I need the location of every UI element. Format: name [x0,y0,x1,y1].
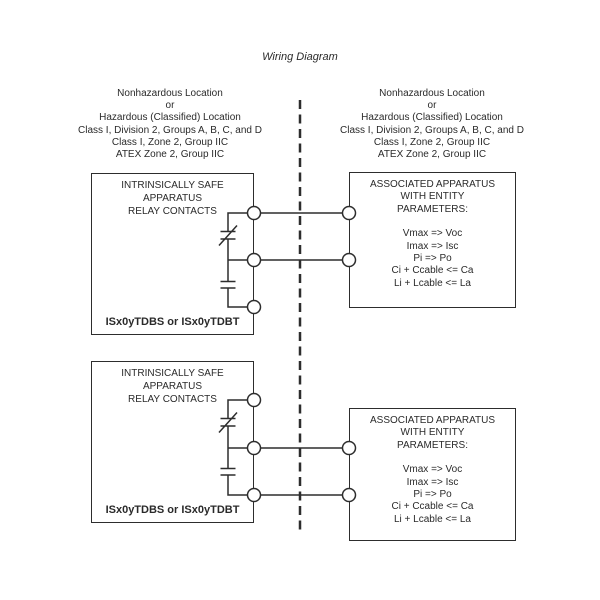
associated-apparatus-title-line: ASSOCIATED APPARATUS [369,415,496,426]
entity-parameter-line: Ci + Ccable <= Ca [391,501,474,513]
header-line: Class I, Division 2, Groups A, B, C, and… [78,124,262,136]
terminal-circle [341,487,357,503]
field-wire [254,447,349,496]
diagram-title: Wiring Diagram [262,51,338,63]
relay-contact-chain [227,212,254,308]
terminal-circle [341,440,357,456]
header-line: Nonhazardous Location [117,88,223,99]
associated-apparatus-title-line: ASSOCIATED APPARATUS [369,179,496,190]
model-number-label: ISx0yTDBS or ISx0yTDBT [105,316,240,328]
no-contact-symbol [220,280,236,289]
header-line: Nonhazardous Location [379,88,485,99]
safe-apparatus-title-line: RELAY CONTACTS [128,394,217,405]
terminal-circle [246,299,262,315]
entity-parameter-line: Vmax => Voc [402,228,463,240]
associated-apparatus-title-line: WITH ENTITY [400,191,465,203]
associated-apparatus-title-line: PARAMETERS: [397,439,468,451]
location-header-left: Nonhazardous Location or Hazardous (Clas… [40,88,300,161]
nc-contact-symbol [218,224,238,247]
associated-apparatus-title-line: WITH ENTITY [400,427,465,439]
safe-apparatus-title-line: INTRINSICALLY SAFE [121,180,224,191]
field-wire [254,212,349,261]
header-line: or [165,100,175,112]
module-2-wiring [218,392,357,503]
terminal-circle [246,252,262,268]
header-line: or [427,100,437,112]
terminal-circle [246,487,262,503]
entity-parameter-line: Li + Lcable <= La [393,513,471,525]
header-line: ATEX Zone 2, Group IIC [377,149,487,161]
associated-apparatus-box-1: ASSOCIATED APPARATUS WITH ENTITY PARAMET… [349,172,516,308]
entity-parameter-line: Pi => Po [413,489,452,501]
nc-contact-symbol [218,411,238,434]
terminal-circle [341,205,357,221]
entity-parameter-line: Vmax => Voc [402,464,463,476]
location-header-right: Nonhazardous Location or Hazardous (Clas… [302,88,562,161]
entity-parameter-line: Ci + Ccable <= Ca [391,265,474,277]
associated-apparatus-box-2: ASSOCIATED APPARATUS WITH ENTITY PARAMET… [349,408,516,541]
terminal-circle [246,440,262,456]
model-number-label: ISx0yTDBS or ISx0yTDBT [105,504,240,516]
header-line: Class I, Zone 2, Group IIC [373,136,491,148]
entity-parameter-line: Li + Lcable <= La [393,277,471,289]
terminal-circle [246,205,262,221]
relay-contact-chain [227,399,254,496]
entity-parameter-line: Imax => Isc [406,476,459,488]
header-line: Hazardous (Classified) Location [361,112,503,124]
safe-apparatus-title-line: RELAY CONTACTS [128,206,217,217]
module-1-wiring [218,205,357,315]
safe-apparatus-title-line: APPARATUS [142,381,203,392]
associated-apparatus-title-line: PARAMETERS: [397,203,468,215]
safe-apparatus-title-line: APPARATUS [142,193,203,204]
header-line: Class I, Division 2, Groups A, B, C, and… [340,124,524,136]
safe-apparatus-title-line: INTRINSICALLY SAFE [121,368,224,379]
header-line: Class I, Zone 2, Group IIC [111,136,229,148]
entity-parameter-line: Imax => Isc [406,240,459,252]
entity-parameter-line: Pi => Po [413,253,452,265]
terminal-circle [341,252,357,268]
header-line: ATEX Zone 2, Group IIC [115,149,225,161]
no-contact-symbol [220,467,236,476]
header-line: Hazardous (Classified) Location [99,112,241,124]
terminal-circle [246,392,262,408]
